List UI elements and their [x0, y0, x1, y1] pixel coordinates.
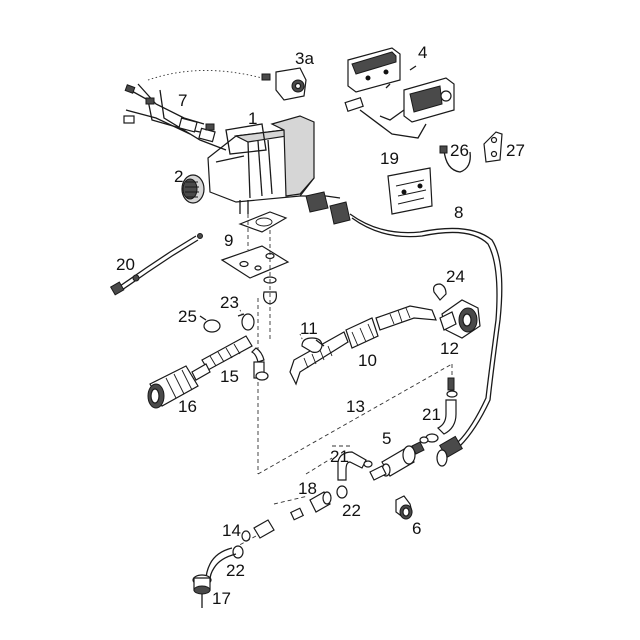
label-24: 24 — [446, 267, 465, 286]
label-17: 17 — [212, 589, 231, 608]
label-19: 19 — [380, 149, 399, 168]
label-11: 11 — [300, 319, 318, 338]
label-18: 18 — [298, 479, 317, 498]
control-unit-part — [344, 47, 455, 139]
mounting-gasket-9 — [220, 211, 290, 305]
hose-clamp-23 — [237, 313, 255, 331]
fuel-hose-21-upper — [425, 377, 458, 443]
label-5: 5 — [382, 429, 391, 448]
connector-part-3a — [147, 67, 307, 101]
callout-labels: 1 2 3a 4 5 6 7 8 9 10 11 12 13 14 15 16 … — [116, 43, 525, 608]
mounting-bracket-19 — [387, 167, 433, 215]
label-21-upper: 21 — [422, 405, 441, 424]
label-12: 12 — [440, 339, 459, 358]
label-2: 2 — [174, 167, 183, 186]
fuel-filter-18 — [289, 485, 348, 521]
cable-harness-8 — [305, 191, 503, 467]
air-hose-10 — [289, 305, 437, 386]
end-cap-part — [181, 174, 205, 204]
hose-clamp-25 — [199, 315, 221, 333]
label-16: 16 — [178, 397, 197, 416]
clamp-24 — [433, 283, 447, 301]
label-22-upper: 22 — [342, 501, 361, 520]
cable-clip-26 — [439, 145, 471, 173]
label-26: 26 — [450, 141, 469, 160]
label-6: 6 — [412, 519, 421, 538]
fuel-hose-21-lower — [337, 451, 373, 481]
wiring-harness-part — [123, 83, 227, 151]
dosing-pump-5 — [369, 436, 429, 481]
label-7: 7 — [178, 91, 187, 110]
label-14: 14 — [222, 521, 241, 540]
sensor-lead-20 — [109, 233, 203, 296]
label-4: 4 — [418, 43, 427, 62]
label-23: 23 — [220, 293, 239, 312]
pump-bracket-6 — [395, 495, 413, 520]
heater-unit — [207, 115, 326, 214]
label-27: 27 — [506, 141, 525, 160]
label-8: 8 — [454, 203, 463, 222]
bracket-27 — [483, 131, 503, 163]
hose-clip-11 — [301, 337, 325, 353]
label-22-lower: 22 — [226, 561, 245, 580]
label-25: 25 — [178, 307, 197, 326]
label-20: 20 — [116, 255, 135, 274]
label-9: 9 — [224, 231, 233, 250]
label-10: 10 — [358, 351, 377, 370]
label-21-lower: 21 — [330, 447, 349, 466]
label-1: 1 — [248, 109, 257, 128]
silencer-16 — [147, 363, 211, 409]
air-intake-12 — [439, 299, 481, 339]
flex-pipe-15 — [201, 335, 269, 381]
label-3a: 3a — [295, 49, 314, 68]
label-13: 13 — [346, 397, 365, 416]
label-15: 15 — [220, 367, 239, 386]
fuel-standpipe-17 — [192, 574, 212, 608]
